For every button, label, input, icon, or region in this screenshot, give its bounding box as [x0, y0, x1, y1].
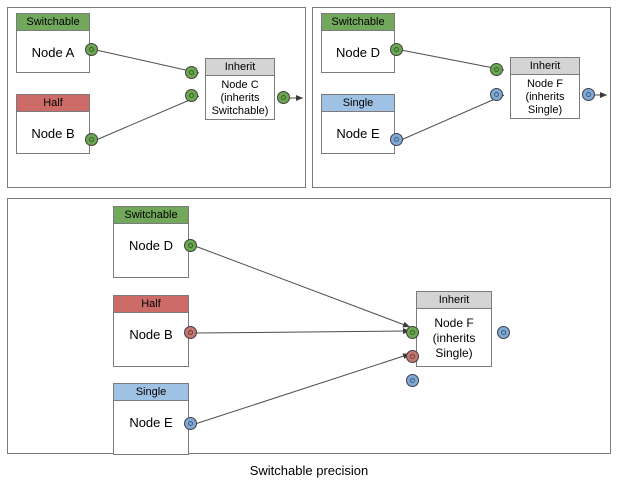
node-e-label-wrap: Node E [322, 112, 394, 154]
port-node-f2-in-1[interactable] [406, 326, 419, 339]
node-f-label-line3: Single) [527, 103, 563, 116]
port-node-f-in-1[interactable] [490, 63, 503, 76]
node-b2-label: Node B [129, 327, 173, 342]
port-inner [586, 92, 591, 97]
node-c-label-line1: Node C [221, 78, 259, 91]
node-f2-label-line3: Single) [435, 345, 473, 360]
node-e2-box[interactable]: Single Node E [113, 383, 189, 455]
node-c-header: Inherit [206, 59, 274, 76]
node-f-label-line1: Node F [526, 77, 564, 90]
port-node-d2-out[interactable] [184, 239, 197, 252]
port-inner [281, 95, 286, 100]
node-d-header: Switchable [322, 14, 394, 31]
diagram-caption: Switchable precision [249, 463, 369, 478]
node-f2-label-line2: (inherits [432, 330, 476, 345]
node-d2-label-wrap: Node D [114, 224, 188, 278]
port-inner [89, 47, 94, 52]
port-node-f2-in-2[interactable] [406, 350, 419, 363]
node-a-label: Node A [31, 44, 75, 60]
panel-bottom [7, 198, 611, 454]
node-d2-label: Node D [128, 238, 174, 253]
node-e-box[interactable]: Single Node E [321, 94, 395, 154]
port-inner [189, 70, 194, 75]
node-c-box[interactable]: Inherit Node C (inherits Switchable) [205, 58, 275, 120]
node-b-box[interactable]: Half Node B [16, 94, 90, 154]
node-e-label: Node E [336, 125, 380, 141]
port-inner [501, 330, 506, 335]
port-inner [189, 93, 194, 98]
node-d-box[interactable]: Switchable Node D [321, 13, 395, 73]
node-b-header: Half [17, 95, 89, 112]
node-f2-box[interactable]: Inherit Node F (inherits Single) [416, 291, 492, 367]
port-node-b2-out[interactable] [184, 326, 197, 339]
port-inner [394, 137, 399, 142]
port-node-c-in-1[interactable] [185, 66, 198, 79]
port-node-f-in-2[interactable] [490, 88, 503, 101]
node-f2-label-line1: Node F [434, 315, 474, 330]
port-node-b-out[interactable] [85, 133, 98, 146]
port-inner [188, 421, 193, 426]
node-f-box[interactable]: Inherit Node F (inherits Single) [510, 57, 580, 119]
port-inner [494, 67, 499, 72]
node-b-label: Node B [31, 125, 75, 141]
node-a-label-wrap: Node A [17, 31, 89, 73]
node-f2-label-wrap: Node F (inherits Single) [417, 309, 491, 367]
node-e2-label: Node E [129, 415, 173, 430]
node-f-label-line2: (inherits [525, 90, 565, 103]
node-f-label-wrap: Node F (inherits Single) [511, 75, 579, 119]
port-node-e2-out[interactable] [184, 417, 197, 430]
port-node-e-out[interactable] [390, 133, 403, 146]
port-node-d-out[interactable] [390, 43, 403, 56]
port-inner [410, 354, 415, 359]
node-b2-label-wrap: Node B [114, 313, 188, 367]
node-d-label-wrap: Node D [322, 31, 394, 73]
node-e2-header: Single [114, 384, 188, 401]
node-f2-header: Inherit [417, 292, 491, 309]
node-e-header: Single [322, 95, 394, 112]
node-a-box[interactable]: Switchable Node A [16, 13, 90, 73]
node-c-label-line2: (inherits [220, 91, 260, 104]
port-node-f2-out[interactable] [497, 326, 510, 339]
node-c-label-wrap: Node C (inherits Switchable) [206, 76, 274, 120]
port-node-c-in-2[interactable] [185, 89, 198, 102]
node-f-header: Inherit [511, 58, 579, 75]
node-b2-box[interactable]: Half Node B [113, 295, 189, 367]
port-node-f2-in-3[interactable] [406, 374, 419, 387]
node-a-header: Switchable [17, 14, 89, 31]
port-inner [89, 137, 94, 142]
port-node-f-out[interactable] [582, 88, 595, 101]
port-inner [410, 378, 415, 383]
port-inner [494, 92, 499, 97]
port-inner [188, 243, 193, 248]
port-inner [410, 330, 415, 335]
node-d-label: Node D [335, 44, 381, 60]
port-node-a-out[interactable] [85, 43, 98, 56]
port-node-c-out[interactable] [277, 91, 290, 104]
node-e2-label-wrap: Node E [114, 401, 188, 455]
port-inner [188, 330, 193, 335]
port-inner [394, 47, 399, 52]
node-c-label-line3: Switchable) [211, 104, 269, 117]
node-d2-header: Switchable [114, 207, 188, 224]
node-b2-header: Half [114, 296, 188, 313]
node-d2-box[interactable]: Switchable Node D [113, 206, 189, 278]
node-b-label-wrap: Node B [17, 112, 89, 154]
